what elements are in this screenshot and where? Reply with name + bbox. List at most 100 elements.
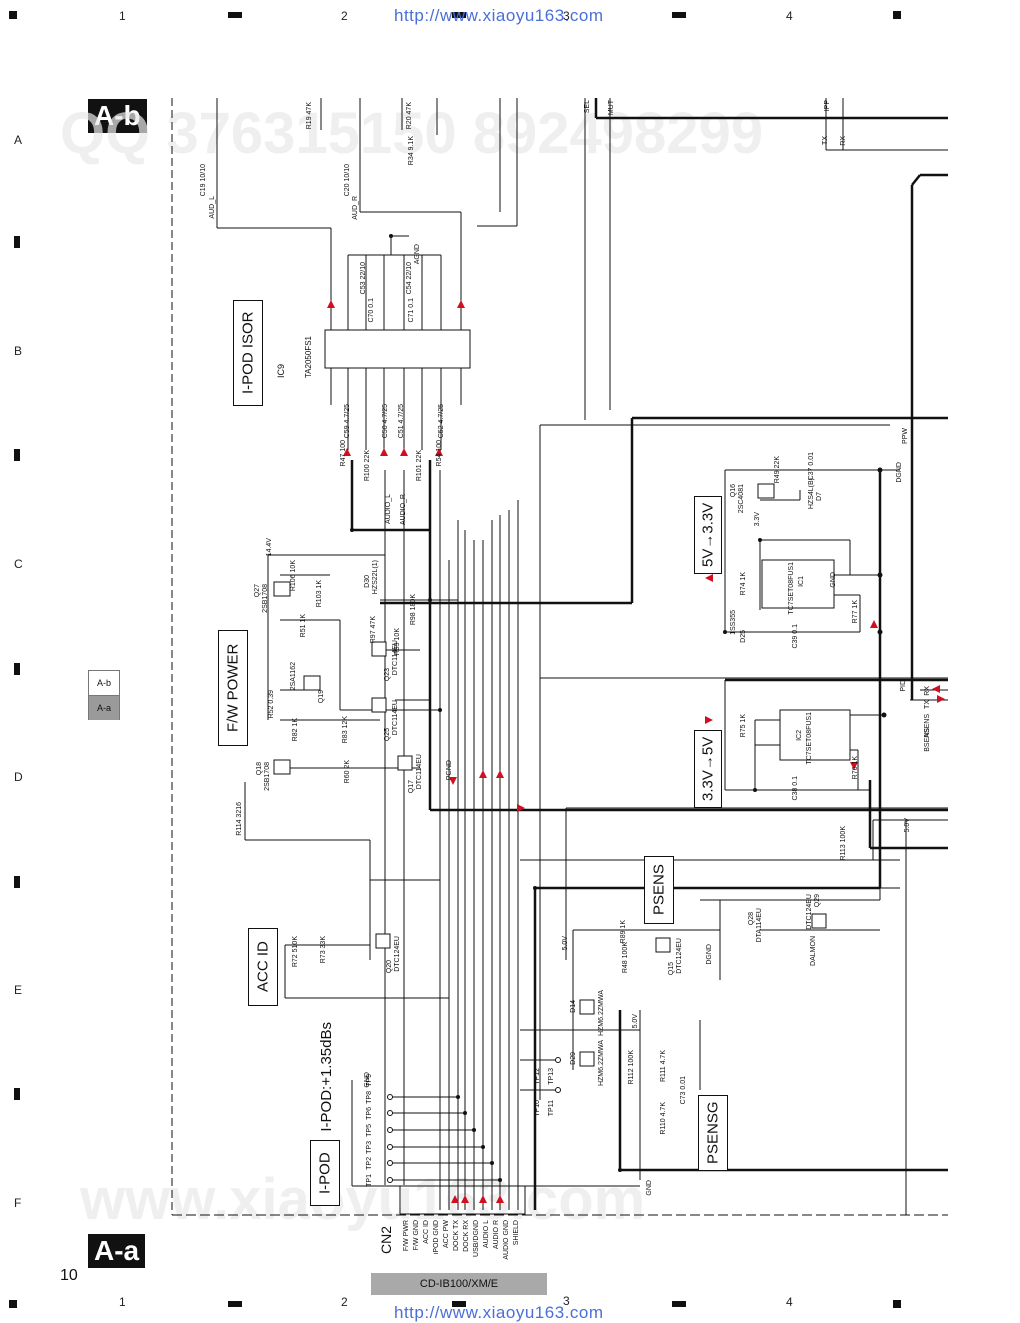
row-label: D <box>14 770 23 784</box>
component-label: 2SC4081 <box>738 484 745 514</box>
grid-mark <box>672 1301 686 1307</box>
passive-label: R82 1K <box>292 718 299 742</box>
column-label: 3 <box>563 9 570 23</box>
test-point-label: TP10 <box>534 1100 541 1117</box>
passive-label: C53 22/10 <box>360 262 367 295</box>
component-label: D7 <box>816 492 823 501</box>
component-label: Q15 <box>668 962 675 976</box>
passive-label: R52 0.39 <box>268 690 275 719</box>
grid-mark <box>452 12 466 18</box>
cn2-pin-label: DOCK TX <box>453 1220 460 1251</box>
passive-label: C71 0.1 <box>408 298 415 323</box>
component-label: 2SB1708 <box>264 762 271 791</box>
passive-label: R111 4.7K <box>660 1050 667 1083</box>
grid-mark <box>14 1088 20 1100</box>
passive-label: C52 4.7/25 <box>438 404 445 439</box>
component-label: D14 <box>570 1000 577 1013</box>
passive-label: C70 0.1 <box>368 298 375 323</box>
nav-top[interactable]: A-b <box>89 671 119 696</box>
row-label: F <box>14 1196 22 1210</box>
component-label: Q25 <box>384 728 391 742</box>
row-label: C <box>14 557 23 571</box>
passive-label: R103 1K <box>316 580 323 608</box>
passive-label: R49 22K <box>774 456 781 484</box>
passive-label: C51 4.7/25 <box>398 404 405 439</box>
net-label: IPP <box>824 100 831 112</box>
grid-mark <box>228 12 242 18</box>
block-acc-id: ACC ID <box>248 928 278 1006</box>
passive-label: R101 22K <box>416 450 423 482</box>
row-label: E <box>14 983 23 997</box>
corner-mark <box>893 11 901 19</box>
net-label: AUDIO_L <box>385 494 392 524</box>
grid-mark <box>14 663 20 675</box>
block-fw-power: F/W POWER <box>218 630 248 746</box>
passive-label: R72 510K <box>292 936 299 968</box>
component-label: HZM6.2ZMWA <box>598 1040 605 1087</box>
net-label: GND <box>830 572 837 588</box>
grid-mark <box>14 449 20 461</box>
passive-label: C50 4.7/25 <box>382 404 389 439</box>
component-label: DTA114EU <box>756 908 763 943</box>
grid-mark <box>672 12 686 18</box>
test-point-label: TP12 <box>534 1068 541 1085</box>
component-label: D25 <box>740 630 747 643</box>
passive-label: R83 12K <box>342 716 349 744</box>
passive-label: R99 10K <box>394 628 401 656</box>
passive-label: R76 1K <box>852 756 859 780</box>
passive-label: R77 1K <box>852 600 859 624</box>
cn2-pin-label: iPOD GND <box>433 1220 440 1255</box>
cn2-pin-label: AUDIO R <box>493 1220 500 1250</box>
net-label: 5.0V <box>562 936 569 951</box>
test-point-label: TP3 <box>366 1141 373 1154</box>
component-label: IC9 <box>276 364 286 379</box>
passive-label: R100 22K <box>364 450 371 482</box>
column-label: 2 <box>341 1295 348 1309</box>
passive-label: C39 0.1 <box>792 624 799 649</box>
passive-label: R20 47K <box>406 102 413 130</box>
watermark: QQ 376315150 892498299 <box>60 101 764 166</box>
grid-mark <box>14 236 20 248</box>
component-label: 2SA1162 <box>290 662 297 691</box>
connector-cn2: CN2 <box>378 1226 394 1255</box>
cn2-pin-label: USB/DGND <box>473 1220 480 1257</box>
block-ipod-isor: I-POD ISOR <box>233 300 263 406</box>
passive-label: R34 9.1K <box>408 136 415 166</box>
passive-label: R19 47K <box>306 102 313 130</box>
block-psensg: PSENSG <box>698 1095 728 1171</box>
test-point-label: TP5 <box>366 1124 373 1137</box>
component-label: HZM6.2ZMWA <box>598 990 605 1037</box>
test-point-label: TP1 <box>366 1174 373 1187</box>
passive-label: R47 100 <box>340 440 347 467</box>
cn2-pin-label: F/W PWR <box>403 1220 410 1252</box>
passive-label: C73 0.01 <box>680 1076 687 1105</box>
passive-label: R48 100K <box>622 942 629 974</box>
block-psens: PSENS <box>644 856 674 924</box>
cn2-pin-label: ACC PW <box>443 1220 450 1248</box>
component-label: Q20 <box>386 960 393 974</box>
section-label-top: A-b <box>88 99 147 133</box>
grid-mark <box>228 1301 242 1307</box>
passive-label: R113 100K <box>840 826 847 861</box>
passive-label: C37 0.01 <box>808 452 815 481</box>
component-label: Q17 <box>408 780 415 794</box>
net-label: GND <box>646 1180 653 1196</box>
component-label: Q18 <box>256 762 263 776</box>
column-label: 4 <box>786 1295 793 1309</box>
component-label: D29 <box>570 1052 577 1065</box>
passive-label: R75 1K <box>740 714 747 738</box>
net-label: RX <box>924 686 931 696</box>
header-url: http://www.xiaoyu163.com <box>394 6 604 25</box>
block-ipod: I-POD <box>310 1140 340 1206</box>
component-label: 2SB1708 <box>262 584 269 613</box>
passive-label: R74 1K <box>740 572 747 596</box>
sheet-navigator[interactable]: A-b A-a <box>88 670 120 720</box>
net-label: AUD_L <box>209 196 216 219</box>
cn2-pin-label: AUDIO L <box>483 1220 490 1249</box>
nav-bottom[interactable]: A-a <box>89 696 119 720</box>
net-label: DALMON <box>810 936 817 966</box>
net-label: DGND <box>896 462 903 483</box>
net-label: 5.0V <box>632 1014 639 1029</box>
component-label: 1SS355 <box>730 610 737 635</box>
